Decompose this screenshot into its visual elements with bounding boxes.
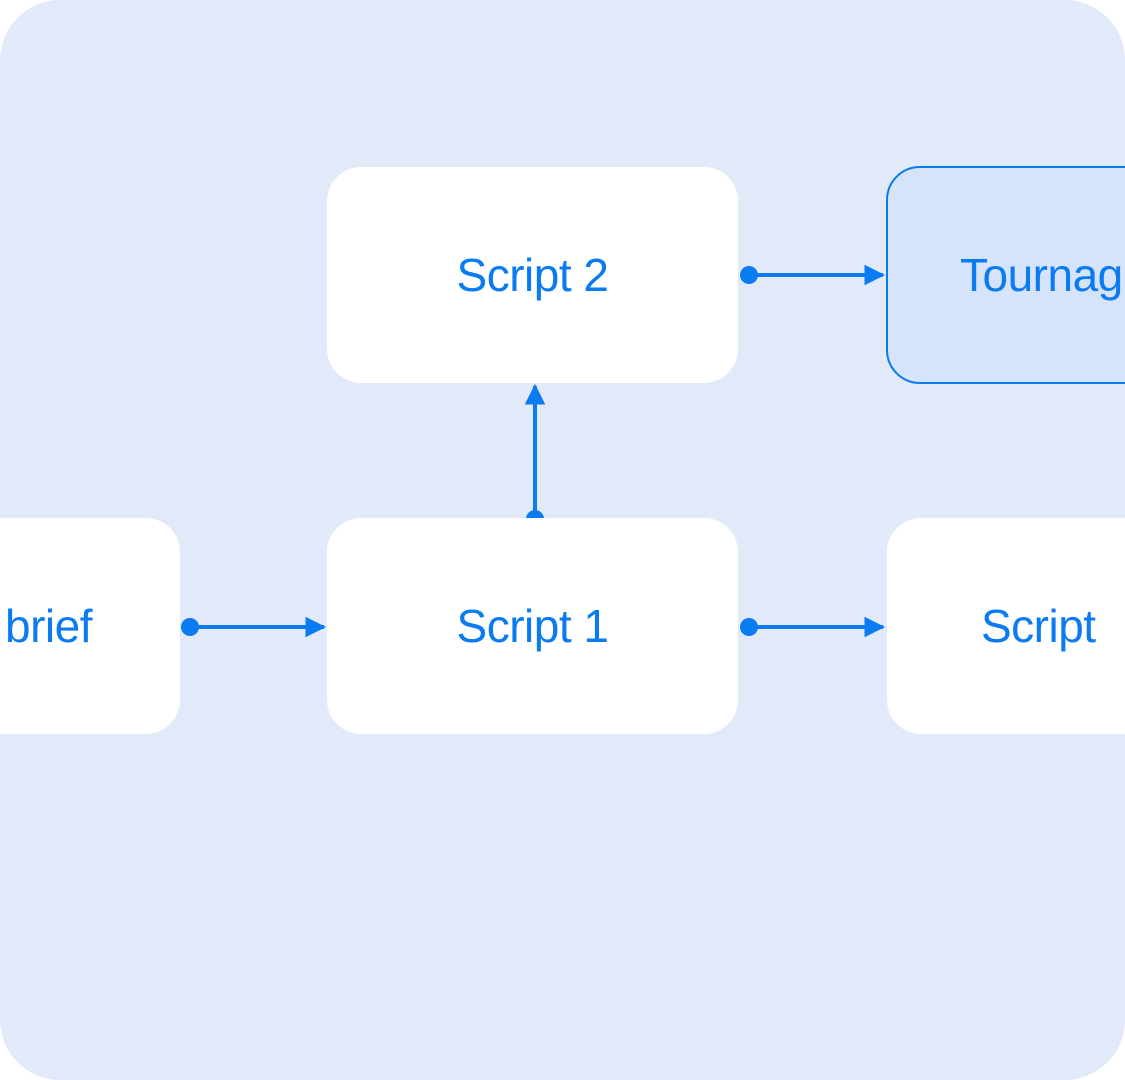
- edge-start-dot: [740, 266, 758, 284]
- node-brief[interactable]: brief: [0, 518, 180, 734]
- node-label: Script 2: [456, 249, 609, 301]
- edge-start-dot: [181, 618, 199, 636]
- node-label: Script: [981, 600, 1096, 652]
- node-script-3[interactable]: Script: [887, 518, 1125, 734]
- node-label: Tournag: [960, 249, 1123, 301]
- edge-start-dot: [740, 618, 758, 636]
- node-script-1[interactable]: Script 1: [327, 518, 738, 734]
- node-label: brief: [5, 600, 92, 652]
- edge-brief-to-script1: [181, 616, 327, 638]
- node-label: Script 1: [456, 600, 609, 652]
- node-tournament[interactable]: Tournag: [886, 166, 1125, 384]
- edge-script1-to-script3: [740, 616, 886, 638]
- node-script-2[interactable]: Script 2: [327, 167, 738, 383]
- edge-script2-to-tournament: [740, 264, 886, 286]
- edge-script1-to-script2: [524, 383, 546, 528]
